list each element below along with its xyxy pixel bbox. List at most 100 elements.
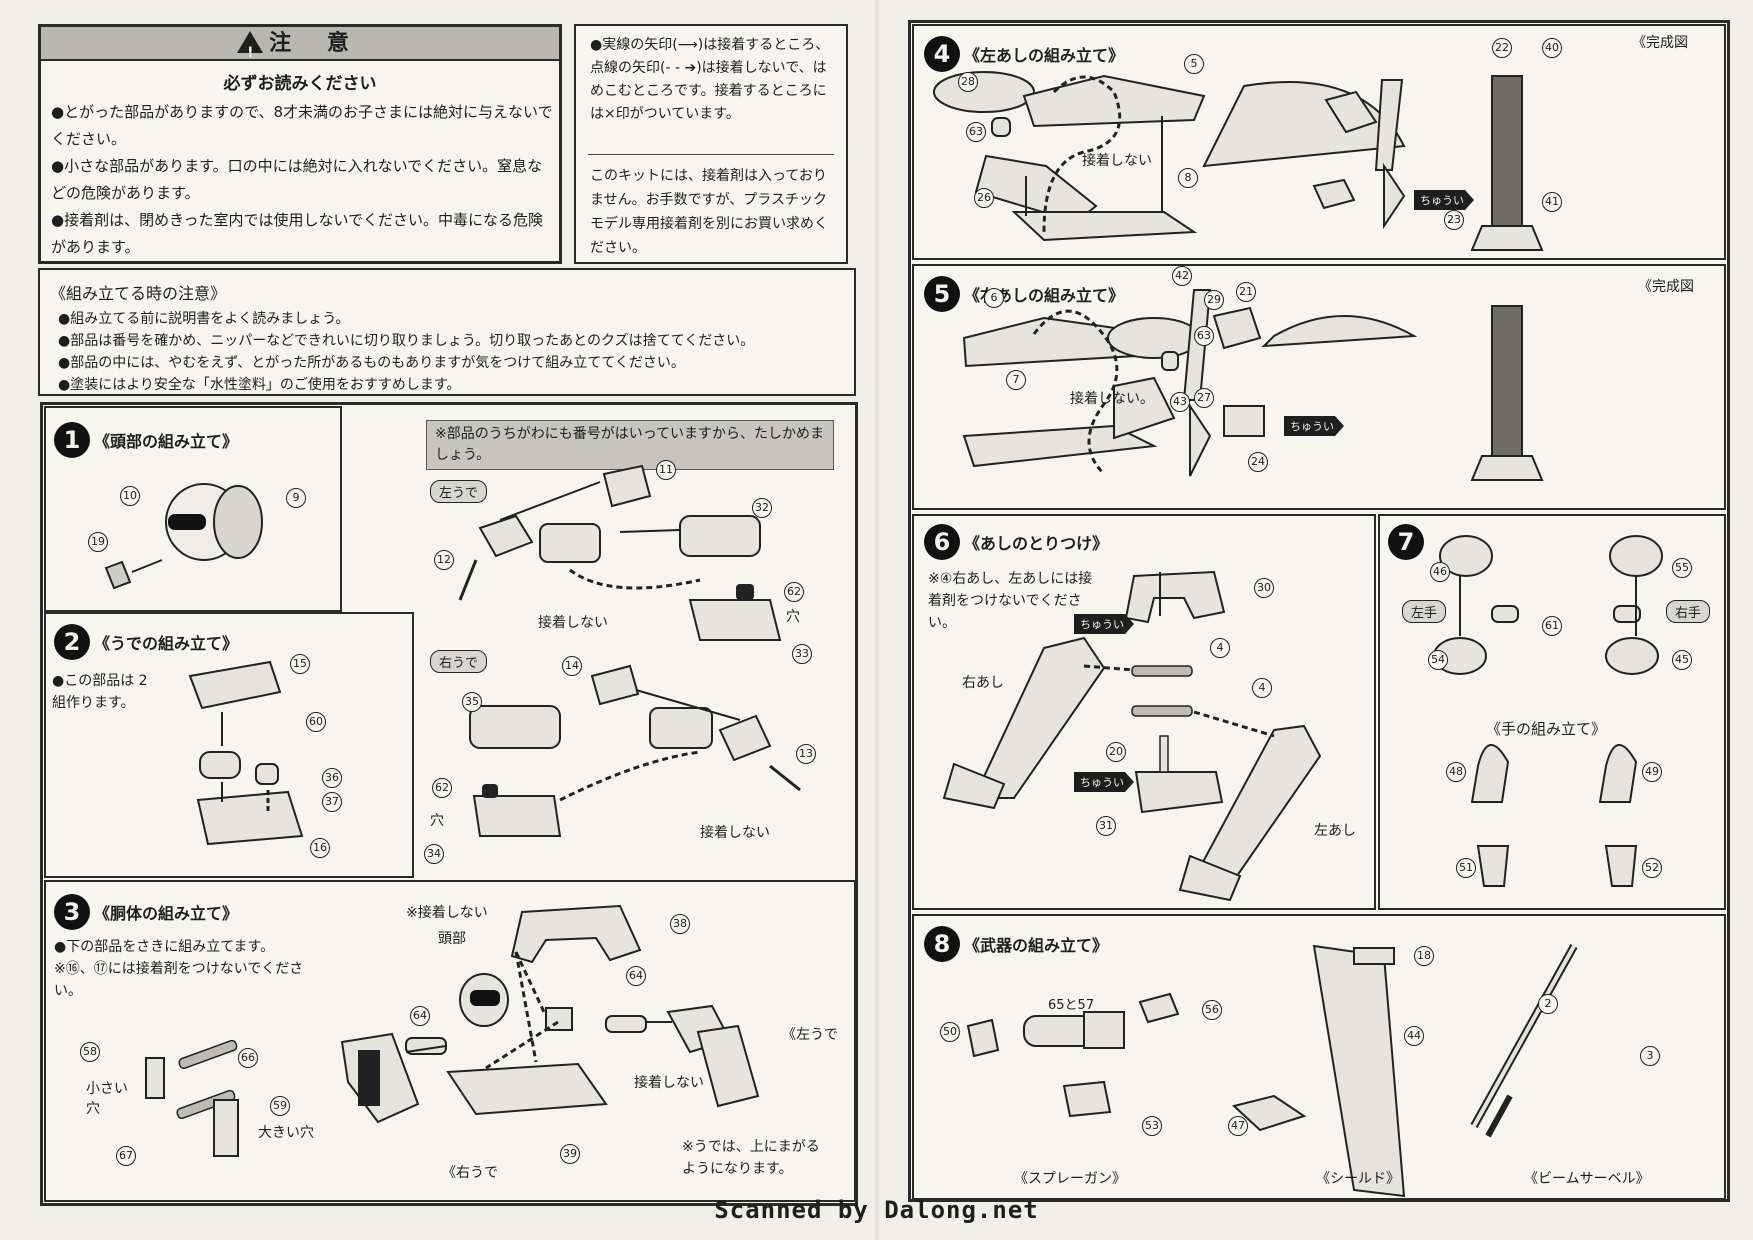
no-glue-label: 接着しない [1082,153,1152,169]
spray-gun-caption: 《スプレーガン》 [1014,1171,1126,1187]
right-leg-label: 右あし [962,675,1004,691]
right-leg-diagram [962,289,1544,481]
part-number: 22 [1492,38,1512,58]
part-number: 64 [626,966,646,986]
part-number: 28 [958,72,978,92]
part-number: 27 [1194,388,1214,408]
part-number: 20 [1106,742,1126,762]
step8-title: 8 《武器の組み立て》 [924,926,1108,962]
part-number: 9 [286,488,306,508]
part-number: 33 [792,644,812,664]
left-leg-diagram [933,71,1544,251]
caution-header: 注 意 [41,27,559,70]
step3-box: 3 《胴体の組み立て》 ●下の部品をさきに組み立てます。 ※⑯、⑰には接着剤をつ… [44,880,856,1202]
part-number: 6 [984,288,1004,308]
part-number: 36 [322,768,342,788]
step2-box: 2 《うでの組み立て》 ●この部品は 2 組作ります。 15 60 36 37 … [44,612,414,878]
part-number: 31 [1096,816,1116,836]
page-fold [875,0,879,1240]
part-number: 32 [752,498,772,518]
part-number: 46 [1430,562,1450,582]
part-number: 34 [424,844,444,864]
assembly-note: ●部品は番号を確かめ、ニッパーなどできれいに切り取りましょう。切り取ったあとのク… [58,333,755,349]
step3-title: 3 《胴体の組み立て》 [54,894,238,930]
part-number: 8 [1178,168,1198,188]
part-number: 51 [1456,858,1476,878]
part-number: 21 [1236,282,1256,302]
part-number: 41 [1542,192,1562,212]
left-leg-label: 左あし [1314,823,1356,839]
step-number: 7 [1388,524,1424,560]
part-number: 40 [1542,38,1562,58]
part-number: 38 [670,914,690,934]
part-number: 45 [1672,650,1692,670]
part-number: 15 [290,654,310,674]
part-number: 50 [940,1022,960,1042]
weapons-diagram [966,944,1578,1198]
scan-credit: Scanned by Dalong.net [714,1196,1039,1224]
step3-note: ※⑯、⑰には接着剤をつけないでください。 [54,961,304,999]
part-number: 29 [1204,290,1224,310]
hole-label: 穴 [430,813,444,829]
step3-note: ●下の部品をさきに組み立てます。 [54,939,275,955]
small-hole-label: 小さい穴 [86,1081,128,1117]
part-number: 63 [966,122,986,142]
part-number: 14 [562,656,582,676]
torso-diagram [145,904,760,1157]
no-glue-label: 接着しない。 [1070,391,1154,407]
part-number: 52 [1642,858,1662,878]
step1-box: 1 《頭部の組み立て》 10 9 19 [44,406,342,612]
part-number: 37 [322,792,342,812]
complete-label: 《完成図 [1638,279,1694,295]
warning-icon [237,31,264,70]
step4-box: 4 《左あしの組み立て》 28 5 63 26 8 22 40 23 41 接着… [912,24,1726,260]
part-number: 49 [1642,762,1662,782]
caution-arrow: ちゅうい [1074,772,1134,792]
step2-title: 2 《うでの組み立て》 [54,624,238,660]
arrows-note-box: ●実線の矢印(⟶)は接着するところ、点線の矢印(- - ➔)は接着しないで、はめ… [574,24,848,264]
step-number: 8 [924,926,960,962]
big-hole-label: 大きい穴 [258,1125,314,1141]
step1-title: 1 《頭部の組み立て》 [54,422,238,458]
assembly-note: ●組み立てる前に説明書をよく読みましょう。 [58,311,350,327]
part-number: 66 [238,1048,258,1068]
caution-item: ●小さな部品があります。口の中には絶対に入れないでください。窒息などの危険があり… [51,157,543,202]
step6-title: 6 《あしのとりつけ》 [924,524,1108,560]
divider [588,154,834,155]
hand-diagram [1433,535,1663,887]
left-arm-tag: 左うで [430,480,488,503]
caution-arrow: ちゅうい [1284,416,1344,436]
part-number: 35 [462,692,482,712]
part-number: 11 [656,460,676,480]
part-number: 39 [560,1144,580,1164]
part-number: 61 [1542,616,1562,636]
glue-note: このキットには、接着剤は入っておりません。お手数ですが、プラスチックモデル専用接… [590,168,828,256]
part-number: 67 [116,1146,136,1166]
right-arm-label: 《右うで [442,1165,498,1181]
assembly-notes-box: 《組み立てる時の注意》 ●組み立てる前に説明書をよく読みましょう。 ●部品は番号… [38,268,856,396]
part-number: 53 [1142,1116,1162,1136]
part-number: 26 [974,188,994,208]
part-number: 55 [1672,558,1692,578]
step5-box: 5 《右あしの組み立て》 6 29 63 7 27 42 21 43 24 接着… [912,264,1726,510]
part-number: 13 [796,744,816,764]
step7-box: 7 46 55 61 54 45 48 49 51 52 左手 右手 《手の組み… [1378,514,1726,910]
part-number: 64 [410,1006,430,1026]
part-number: 2 [1538,994,1558,1014]
part-number: 60 [306,712,326,732]
caution-box: 注 意 必ずお読みください ●とがった部品がありますので、8才未満のお子さまには… [38,24,562,264]
caution-arrow: ちゅうい [1074,614,1134,634]
shield-caption: 《シールド》 [1316,1171,1400,1187]
assembly-notes-title: 《組み立てる時の注意》 [50,284,227,303]
left-arm-label: 《左うで [782,1027,838,1043]
step6-box: 6 《あしのとりつけ》 ※④右あし、左あしには接着剤をつけないでください。 30… [912,514,1376,910]
step2-note: ●この部品は 2 組作ります。 [52,673,148,711]
part-number: 54 [1428,650,1448,670]
part-number: 19 [88,532,108,552]
caution-item: ●接着剤は、閉めきった室内では使用しないでください。中毒になる危険があります。 [51,211,544,256]
assembly-note: ●部品の中には、やむをえず、とがった所があるものもありますが気をつけて組み立てて… [58,355,685,371]
part-number: 58 [80,1042,100,1062]
part-number: 23 [1444,210,1464,230]
part-number: 65と57 [1048,998,1095,1013]
caution-arrow: ちゅうい [1414,190,1474,210]
